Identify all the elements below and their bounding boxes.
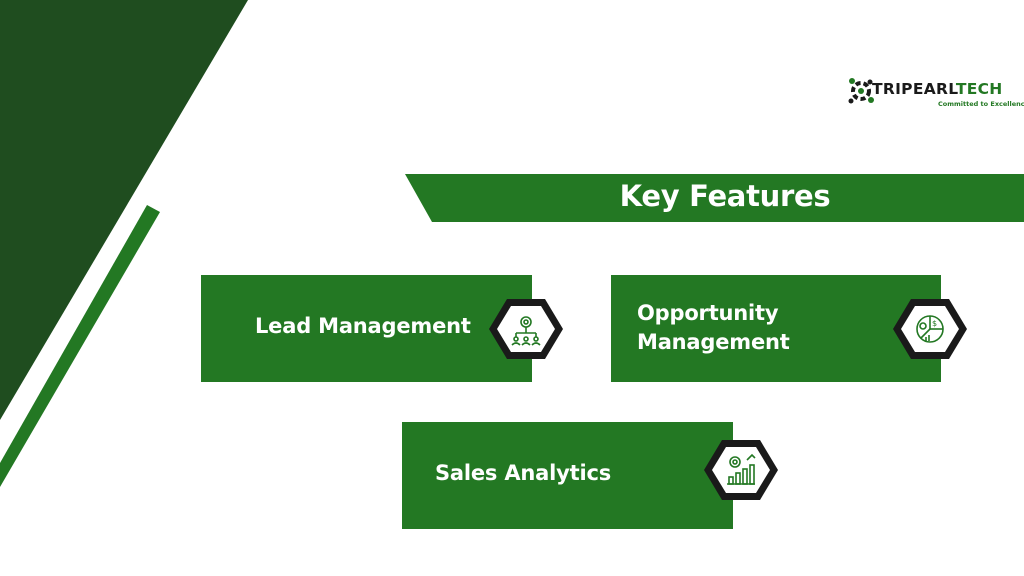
gear-bar-chart-icon xyxy=(704,440,778,500)
company-logo: TRIPEARLTECH Committed to Excellence xyxy=(846,70,1024,114)
feature-label: Sales Analytics xyxy=(435,461,611,485)
title-banner xyxy=(405,174,1024,222)
logo-wordmark: TRIPEARLTECH xyxy=(872,80,1003,98)
dark-diagonal-shape xyxy=(0,0,248,420)
logo-wordmark-part1: TRIPEARL xyxy=(872,80,956,98)
team-network-gear-icon xyxy=(489,299,563,359)
logo-wordmark-part2: TECH xyxy=(955,80,1003,98)
page-title: Key Features xyxy=(619,179,831,213)
feature-label: Lead Management xyxy=(255,314,471,338)
feature-label: Opportunity Management xyxy=(637,299,790,357)
feature-card-sales-analytics: Sales Analytics xyxy=(402,422,733,529)
svg-text:$: $ xyxy=(932,319,937,328)
pie-chart-dollar-icon: $ xyxy=(893,299,967,359)
logo-mark-icon xyxy=(848,78,874,104)
logo-tagline: Committed to Excellence xyxy=(938,100,1024,108)
feature-card-opportunity-management: Opportunity Management xyxy=(611,275,941,382)
feature-card-lead-management: Lead Management xyxy=(201,275,532,382)
feature-label-line1: Opportunity xyxy=(637,301,779,325)
green-diagonal-stripe xyxy=(0,205,160,487)
feature-label-line2: Management xyxy=(637,330,790,354)
